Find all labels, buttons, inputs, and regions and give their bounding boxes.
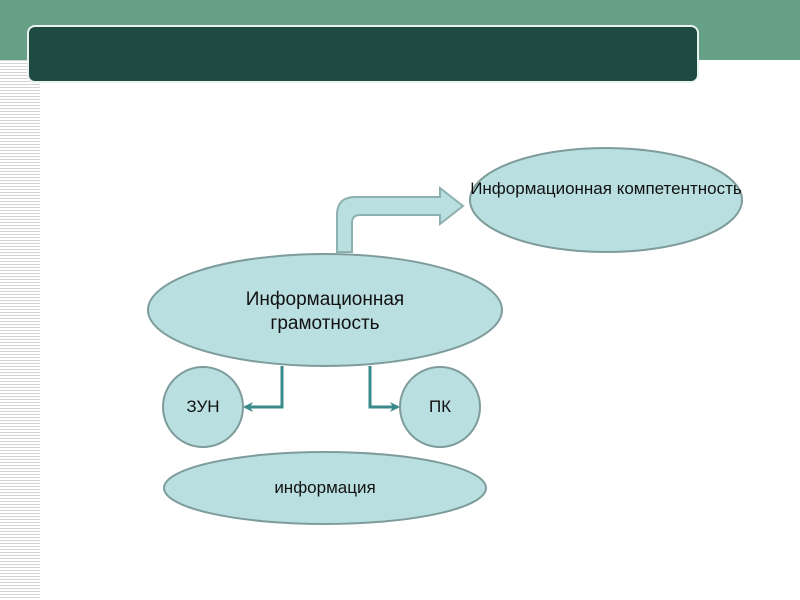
node-literacy-label: Информационная грамотность	[245, 289, 405, 334]
block-arrow	[336, 185, 465, 253]
side-stripes	[0, 60, 40, 600]
node-zun-label: ЗУН	[186, 397, 220, 416]
node-competence-shape	[469, 147, 743, 253]
node-pk-label: ПК	[428, 397, 452, 416]
node-pk-shape	[399, 366, 481, 448]
node-competence-label: Информационная компетентность	[470, 179, 742, 198]
node-literacy-shape	[147, 253, 503, 367]
arrow-to-pk	[368, 366, 400, 412]
node-information-label: информация	[274, 478, 376, 497]
arrow-to-zun	[243, 366, 284, 412]
title-bar	[27, 25, 699, 83]
node-information-shape	[163, 451, 487, 525]
